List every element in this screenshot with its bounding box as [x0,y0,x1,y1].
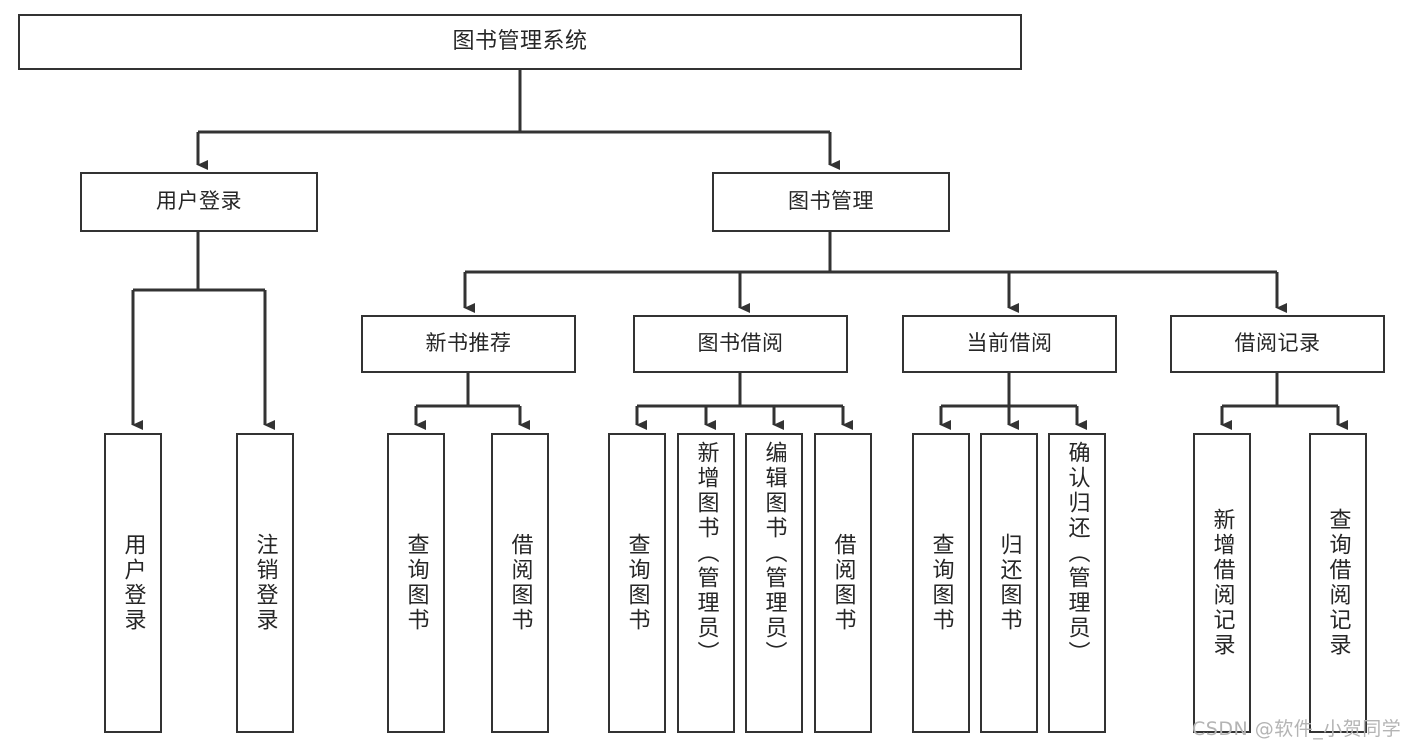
node-borrowing-record[interactable]: 借阅记录 [1170,315,1385,373]
node-label: 确认归还（管理员） [1064,441,1090,666]
node-book-borrowing[interactable]: 图书借阅 [633,315,848,373]
node-label: 用户登录 [120,533,146,633]
leaf-borrow-record-add-record[interactable]: 新增借阅记录 [1193,433,1251,733]
leaf-current-borrow-confirm-return-admin[interactable]: 确认归还（管理员） [1048,433,1106,733]
node-label: 用户登录 [156,189,242,214]
node-user-login[interactable]: 用户登录 [80,172,318,232]
node-new-book-recommendation[interactable]: 新书推荐 [361,315,576,373]
node-current-borrowing[interactable]: 当前借阅 [902,315,1117,373]
node-label: 借阅图书 [830,533,856,633]
node-book-management[interactable]: 图书管理 [712,172,950,232]
leaf-new-book-query-book[interactable]: 查询图书 [387,433,445,733]
leaf-borrow-record-query-record[interactable]: 查询借阅记录 [1309,433,1367,733]
leaf-new-book-borrow-book[interactable]: 借阅图书 [491,433,549,733]
leaf-book-borrow-query-book[interactable]: 查询图书 [608,433,666,733]
node-label: 借阅图书 [507,533,533,633]
node-label: 归还图书 [996,533,1022,633]
node-label: 新书推荐 [425,331,512,356]
node-root-book-management-system[interactable]: 图书管理系统 [18,14,1022,70]
node-label: 查询图书 [403,533,429,633]
leaf-current-borrow-return-book[interactable]: 归还图书 [980,433,1038,733]
node-label: 当前借阅 [966,331,1053,356]
leaf-current-borrow-query-book[interactable]: 查询图书 [912,433,970,733]
node-label: 查询图书 [624,533,650,633]
node-label: 编辑图书（管理员） [761,441,787,666]
node-label: 图书借阅 [697,331,784,356]
node-label: 新增图书（管理员） [693,441,719,666]
leaf-logout[interactable]: 注销登录 [236,433,294,733]
node-label: 新增借阅记录 [1209,508,1235,658]
node-label: 图书管理系统 [452,28,588,54]
leaf-book-borrow-borrow-book[interactable]: 借阅图书 [814,433,872,733]
node-label: 注销登录 [252,533,278,633]
node-label: 查询图书 [928,533,954,633]
node-label: 查询借阅记录 [1325,508,1351,658]
leaf-book-borrow-add-book-admin[interactable]: 新增图书（管理员） [677,433,735,733]
node-label: 借阅记录 [1234,331,1321,356]
node-label: 图书管理 [788,189,874,214]
leaf-book-borrow-edit-book-admin[interactable]: 编辑图书（管理员） [745,433,803,733]
leaf-user-login[interactable]: 用户登录 [104,433,162,733]
